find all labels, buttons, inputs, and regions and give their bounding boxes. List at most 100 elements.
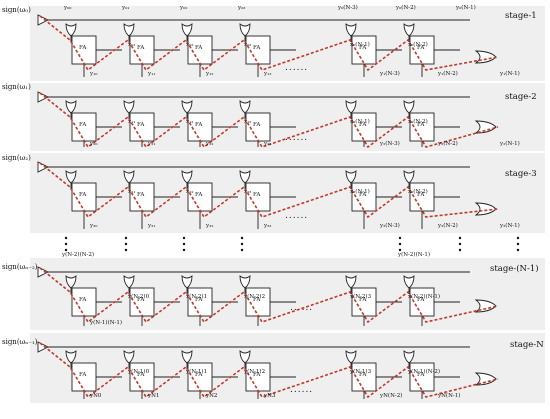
- full-adder-label: FA: [417, 122, 425, 128]
- adder-output-label: y₁₂: [205, 71, 214, 77]
- full-adder-label: FA: [195, 297, 203, 303]
- full-adder-label: FA: [253, 297, 261, 303]
- stage-1-label: stage-1: [505, 11, 537, 21]
- adder-input-label: x₁₁: [128, 119, 136, 125]
- sign-buffer-icon: [37, 161, 50, 173]
- adder-input-label: x₀₂: [186, 42, 194, 48]
- critical-path-stage-3: [39, 267, 499, 324]
- adder-output-label: y₁₁: [147, 71, 156, 77]
- stage-1-top-y-1: y₀₁: [121, 5, 130, 11]
- adder-output-label: y₃(N-3): [379, 222, 400, 229]
- adder-output-label: yN1: [147, 393, 159, 399]
- stage-n-1-ellipsis: ......: [290, 303, 313, 313]
- adder-input-label: x₁(N-1): [350, 118, 370, 125]
- full-adder-label: FA: [253, 372, 261, 378]
- xor-gate-icon: [239, 275, 251, 289]
- full-adder-label: FA: [417, 297, 425, 303]
- xor-gate-icon: [123, 350, 135, 364]
- adder-cells-layer: FA FA FA FA FA FA FA FA FA FA FA FA FA FA FA FA FA FA FA FA…: [37, 14, 497, 399]
- xor-gate-icon: [239, 23, 251, 37]
- critical-path-stage-2: [39, 162, 499, 219]
- adder-output-label: y₁(N-3): [379, 70, 400, 77]
- stage-n-1-label: stage-(N-1): [490, 263, 539, 274]
- xor-gate-icon: [345, 170, 357, 184]
- xor-gate-icon: [123, 23, 135, 37]
- full-adder-label: FA: [137, 297, 145, 303]
- stage-1-panel: [30, 6, 545, 81]
- stage-1-top-y-3: y₀₃: [237, 5, 246, 11]
- stage-1-sign-input: sign(ω₀): [2, 6, 31, 14]
- full-adder-label: FA: [359, 122, 367, 128]
- stage-2-label: stage-2: [505, 92, 537, 102]
- full-adder-label: FA: [137, 192, 145, 198]
- adder-input-label: y(N-1)3: [349, 368, 372, 375]
- critical-path-layer: [39, 15, 499, 399]
- adder-input-label: y(N-1)(N-2): [407, 368, 440, 375]
- sign-buffer-icon: [37, 341, 50, 353]
- adder-input-label: x₂(N-2): [408, 188, 428, 195]
- adder-input-label: x₀(N-1): [350, 41, 370, 48]
- full-adder-label: FA: [195, 372, 203, 378]
- or-gate-icon: [474, 372, 497, 386]
- adder-input-label: x₀₁: [128, 42, 136, 48]
- adder-input-label: y(N-1)1: [185, 368, 207, 375]
- xor-gate-icon: [123, 275, 135, 289]
- stage-1-top-y-n-2: y₀(N-2): [395, 4, 416, 11]
- stage-n-sign-input: sign(ωₙ₋₁): [2, 338, 38, 346]
- xor-gate-icon: [65, 350, 77, 364]
- adder-output-label: y₃₁: [147, 223, 156, 229]
- stage-2-panel: [30, 83, 545, 151]
- full-adder-label: FA: [195, 192, 203, 198]
- xor-gate-icon: [403, 170, 415, 184]
- xor-gate-icon: [403, 275, 415, 289]
- xor-gate-icon: [123, 170, 135, 184]
- adder-output-label: y₁₀: [89, 71, 98, 77]
- xor-gate-icon: [181, 23, 193, 37]
- xor-gate-icon: [239, 170, 251, 184]
- adder-input-label: x₂(N-1): [350, 188, 370, 195]
- critical-path-stage-0: [39, 15, 499, 72]
- xor-gate-icon: [65, 170, 77, 184]
- stage-3-sign-input: sign(ω₂): [2, 154, 31, 162]
- stage-n-1-sign-input: sign(ωₙ₋₂): [2, 263, 38, 271]
- full-adder-label: FA: [195, 122, 203, 128]
- adder-input-label: x₀₃: [244, 42, 252, 48]
- sign-buffer-icon: [37, 14, 50, 26]
- stage-1-top-y-n-3: y₀(N-3): [337, 4, 358, 11]
- xor-gate-icon: [181, 100, 193, 114]
- stage-n-1-top-label: y(N-2)(N-2): [61, 251, 94, 258]
- full-adder-label: FA: [79, 192, 87, 198]
- adder-output-label: y₁₃: [263, 71, 272, 77]
- full-adder-label: FA: [359, 45, 367, 51]
- full-adder-label: FA: [417, 192, 425, 198]
- xor-gate-icon: [181, 350, 193, 364]
- stage-1-top-y-n-1: y₀(N-1): [455, 4, 476, 11]
- adder-input-label: x(N-2)0: [128, 293, 150, 300]
- stage-n-panel: [30, 333, 545, 403]
- full-adder-label: FA: [253, 192, 261, 198]
- full-adder-label: FA: [195, 45, 203, 51]
- xor-gate-icon: [345, 350, 357, 364]
- sign-buffer-icon: [37, 91, 50, 103]
- adder-input-label: x(N-2)(N-1): [408, 293, 440, 300]
- adder-output-label: yN2: [205, 393, 217, 399]
- adder-output-label: y₁(N-1): [499, 70, 520, 77]
- critical-path-stage-1: [39, 92, 499, 149]
- adder-output-label: y₂₀: [89, 141, 98, 147]
- stage-1-ellipsis: ......: [285, 63, 308, 73]
- full-adder-label: FA: [253, 122, 261, 128]
- adder-output-label: y₃₂: [205, 223, 214, 229]
- adder-output-label: y₁(N-2): [437, 70, 458, 77]
- adder-output-label: y(N-1)(N-1): [89, 319, 122, 326]
- full-adder-label: FA: [79, 297, 87, 303]
- stage-3-label: stage-3: [505, 169, 537, 179]
- xor-gate-icon: [65, 100, 77, 114]
- adder-input-label: x₁₂: [186, 119, 194, 125]
- full-adder-label: FA: [359, 297, 367, 303]
- stage-n-label: stage-N: [510, 340, 544, 350]
- stage-3-ellipsis: ......: [285, 211, 308, 221]
- xor-gate-icon: [403, 350, 415, 364]
- full-adder-label: FA: [137, 45, 145, 51]
- full-adder-label: FA: [79, 45, 87, 51]
